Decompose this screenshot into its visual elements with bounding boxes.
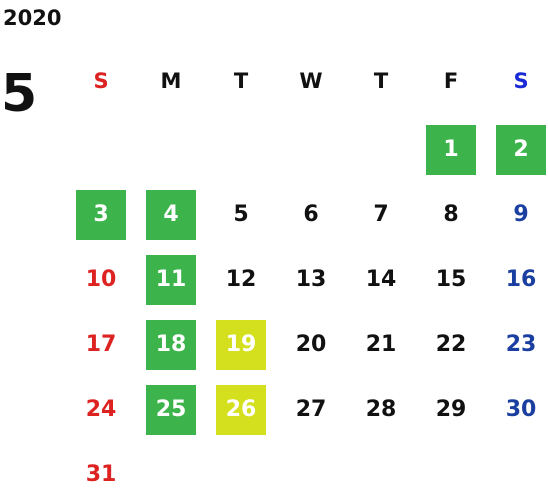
day-cell-6: 6 xyxy=(303,202,319,227)
day-cell-20: 20 xyxy=(295,332,327,357)
day-cell-19: 19 xyxy=(216,320,266,370)
year-label: 2020 xyxy=(3,6,62,30)
weekday-fri: F xyxy=(443,69,459,93)
weekday-tue: T xyxy=(233,69,249,93)
day-cell-21: 21 xyxy=(365,332,397,357)
day-cell-31: 31 xyxy=(85,462,117,487)
day-cell-28: 28 xyxy=(365,397,397,422)
month-label: 5 xyxy=(1,64,38,124)
day-cell-30: 30 xyxy=(505,397,537,422)
day-cell-16: 16 xyxy=(505,267,537,292)
weekday-sat: S xyxy=(513,69,529,93)
day-cell-18: 18 xyxy=(146,320,196,370)
day-cell-7: 7 xyxy=(373,202,389,227)
day-cell-11: 11 xyxy=(146,255,196,305)
weekday-mon: M xyxy=(160,69,182,93)
day-cell-2: 2 xyxy=(496,125,546,175)
weekday-thu: T xyxy=(373,69,389,93)
day-cell-13: 13 xyxy=(295,267,327,292)
day-cell-5: 5 xyxy=(233,202,249,227)
day-cell-9: 9 xyxy=(513,202,529,227)
weekday-sun: S xyxy=(93,69,109,93)
day-cell-26: 26 xyxy=(216,385,266,435)
day-cell-15: 15 xyxy=(435,267,467,292)
day-cell-12: 12 xyxy=(225,267,257,292)
day-cell-3: 3 xyxy=(76,190,126,240)
day-cell-23: 23 xyxy=(505,332,537,357)
day-cell-8: 8 xyxy=(443,202,459,227)
day-cell-24: 24 xyxy=(85,397,117,422)
weekday-wed: W xyxy=(299,69,323,93)
day-cell-29: 29 xyxy=(435,397,467,422)
day-cell-17: 17 xyxy=(85,332,117,357)
day-cell-4: 4 xyxy=(146,190,196,240)
day-cell-1: 1 xyxy=(426,125,476,175)
day-cell-25: 25 xyxy=(146,385,196,435)
day-cell-22: 22 xyxy=(435,332,467,357)
day-cell-10: 10 xyxy=(85,267,117,292)
day-cell-27: 27 xyxy=(295,397,327,422)
day-cell-14: 14 xyxy=(365,267,397,292)
